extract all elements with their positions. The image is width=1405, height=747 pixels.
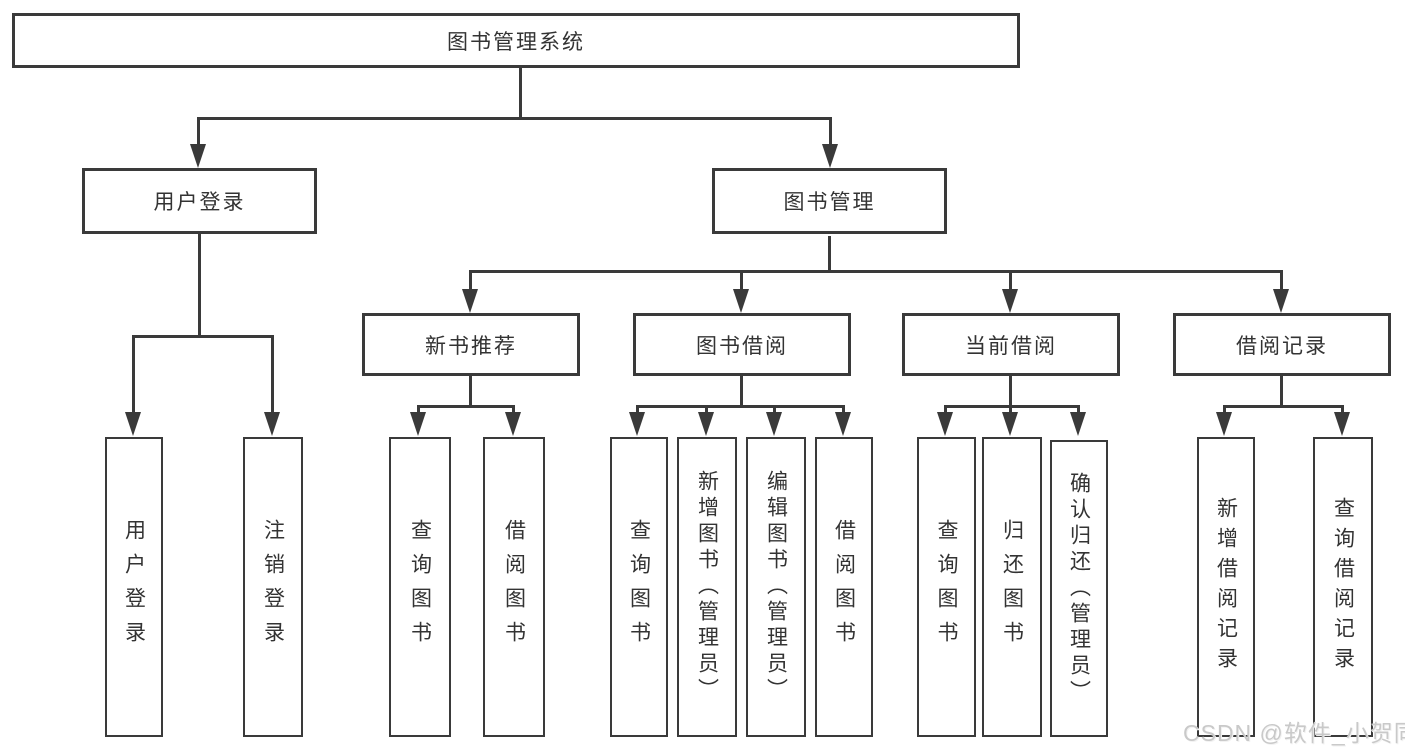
leaf-borrow-books-borrowing: 借阅图书 [815, 437, 873, 737]
arrow-to-current-borrowing [1002, 289, 1018, 313]
node-label: 新增图书（管理员） [695, 470, 719, 704]
node-book-borrowing: 图书借阅 [633, 313, 851, 376]
connector-book-borrowing-hbar [636, 405, 845, 408]
node-book-management: 图书管理 [712, 168, 947, 234]
arrow-to-book-management [822, 144, 838, 168]
connector-drop-borrow-books [842, 405, 845, 415]
leaf-add-books-admin: 新增图书（管理员） [677, 437, 737, 737]
node-label: 图书管理 [783, 191, 876, 214]
node-user-login: 用户登录 [82, 168, 317, 234]
arrow-to-add-record [1216, 412, 1232, 436]
node-label: 当前借阅 [965, 334, 1057, 358]
connector-drop-query-recommend [417, 405, 420, 415]
arrow-to-query-record [1334, 412, 1350, 436]
node-new-book-recommendation: 新书推荐 [362, 313, 580, 376]
arrow-to-query-current [937, 412, 953, 436]
arrow-to-edit-books [766, 412, 782, 436]
node-label: 查询图书 [935, 519, 958, 655]
node-label: 查询图书 [408, 519, 432, 655]
leaf-edit-books-admin: 编辑图书（管理员） [746, 437, 806, 737]
node-label: 注销登录 [261, 519, 285, 655]
connector-drop-return-books [1009, 405, 1012, 415]
arrow-to-new-book-recommendation [462, 289, 478, 313]
arrow-to-leaf-user-login [125, 412, 141, 436]
connector-current-borrowing-hbar [944, 405, 1080, 408]
leaf-logout: 注销登录 [243, 437, 303, 737]
connector-root-hbar [197, 117, 832, 120]
leaf-borrow-books-recommend: 借阅图书 [483, 437, 545, 737]
leaf-query-borrow-record: 查询借阅记录 [1313, 437, 1373, 737]
node-library-management-system: 图书管理系统 [12, 13, 1020, 68]
arrow-to-query-recommend [410, 412, 426, 436]
node-label: 确认归还（管理员） [1067, 471, 1091, 706]
connector-drop-borrowing-records [1280, 270, 1283, 292]
connector-book-management-hbar [469, 270, 1283, 273]
leaf-add-borrow-record: 新增借阅记录 [1197, 437, 1255, 737]
connector-drop-query-record [1341, 405, 1344, 415]
leaf-query-books-recommend: 查询图书 [389, 437, 451, 737]
arrow-to-return-books [1002, 412, 1018, 436]
arrow-to-user-login [190, 144, 206, 168]
connector-drop-current-borrowing [1009, 270, 1012, 292]
node-label: 新书推荐 [425, 334, 517, 358]
connector-drop-add-record [1223, 405, 1226, 415]
connector-drop-confirm-return [1077, 405, 1080, 415]
node-label: 新增借阅记录 [1214, 497, 1238, 677]
connector-current-borrowing-stem [1009, 376, 1012, 407]
connector-borrowing-records-hbar [1223, 405, 1344, 408]
connector-drop-add-books [705, 405, 708, 415]
leaf-confirm-return-admin: 确认归还（管理员） [1050, 440, 1108, 737]
connector-drop-new-book [469, 270, 472, 292]
connector-borrowing-records-stem [1280, 376, 1283, 407]
leaf-query-books-current: 查询图书 [917, 437, 976, 737]
arrow-to-borrow-books [835, 412, 851, 436]
node-label: 查询图书 [627, 519, 651, 655]
node-current-borrowing: 当前借阅 [902, 313, 1120, 376]
node-label: 借阅图书 [502, 519, 526, 655]
connector-drop-query-current [944, 405, 947, 415]
arrow-to-query-borrowing [629, 412, 645, 436]
arrow-to-borrowing-records [1273, 289, 1289, 313]
arrow-to-book-borrowing [733, 289, 749, 313]
node-label: 图书借阅 [696, 334, 788, 358]
connector-drop-book-borrowing [740, 270, 743, 292]
node-label: 查询借阅记录 [1331, 497, 1355, 677]
node-label: 编辑图书（管理员） [764, 470, 788, 704]
connector-drop-borrow-recommend [512, 405, 515, 415]
connector-drop-leaf-logout [271, 335, 274, 415]
csdn-watermark: CSDN @软件_小贺同学 [1183, 720, 1405, 746]
connector-user-login-stem [198, 234, 201, 337]
leaf-return-books: 归还图书 [982, 437, 1042, 737]
connector-user-login-hbar [132, 335, 274, 338]
connector-drop-book-management [829, 117, 832, 149]
node-label: 用户登录 [153, 191, 246, 214]
node-label: 借阅图书 [832, 519, 856, 655]
node-label: 用户登录 [122, 519, 146, 655]
node-label: 归还图书 [1000, 519, 1024, 655]
arrow-to-confirm-return [1070, 412, 1086, 436]
leaf-user-login: 用户登录 [105, 437, 163, 737]
connector-new-book-stem [469, 376, 472, 407]
leaf-query-books-borrowing: 查询图书 [610, 437, 668, 737]
connector-root-stem [519, 68, 522, 118]
arrow-to-borrow-recommend [505, 412, 521, 436]
node-borrowing-records: 借阅记录 [1173, 313, 1391, 376]
arrow-to-add-books [698, 412, 714, 436]
connector-drop-edit-books [773, 405, 776, 415]
connector-drop-user-login [197, 117, 200, 149]
node-label: 图书管理系统 [447, 30, 585, 54]
connector-new-book-hbar [417, 405, 515, 408]
connector-book-borrowing-stem [740, 376, 743, 407]
connector-drop-leaf-user-login [132, 335, 135, 415]
node-label: 借阅记录 [1236, 334, 1328, 358]
connector-drop-query-borrowing [636, 405, 639, 415]
arrow-to-leaf-logout [264, 412, 280, 436]
connector-book-management-stem [828, 236, 831, 272]
